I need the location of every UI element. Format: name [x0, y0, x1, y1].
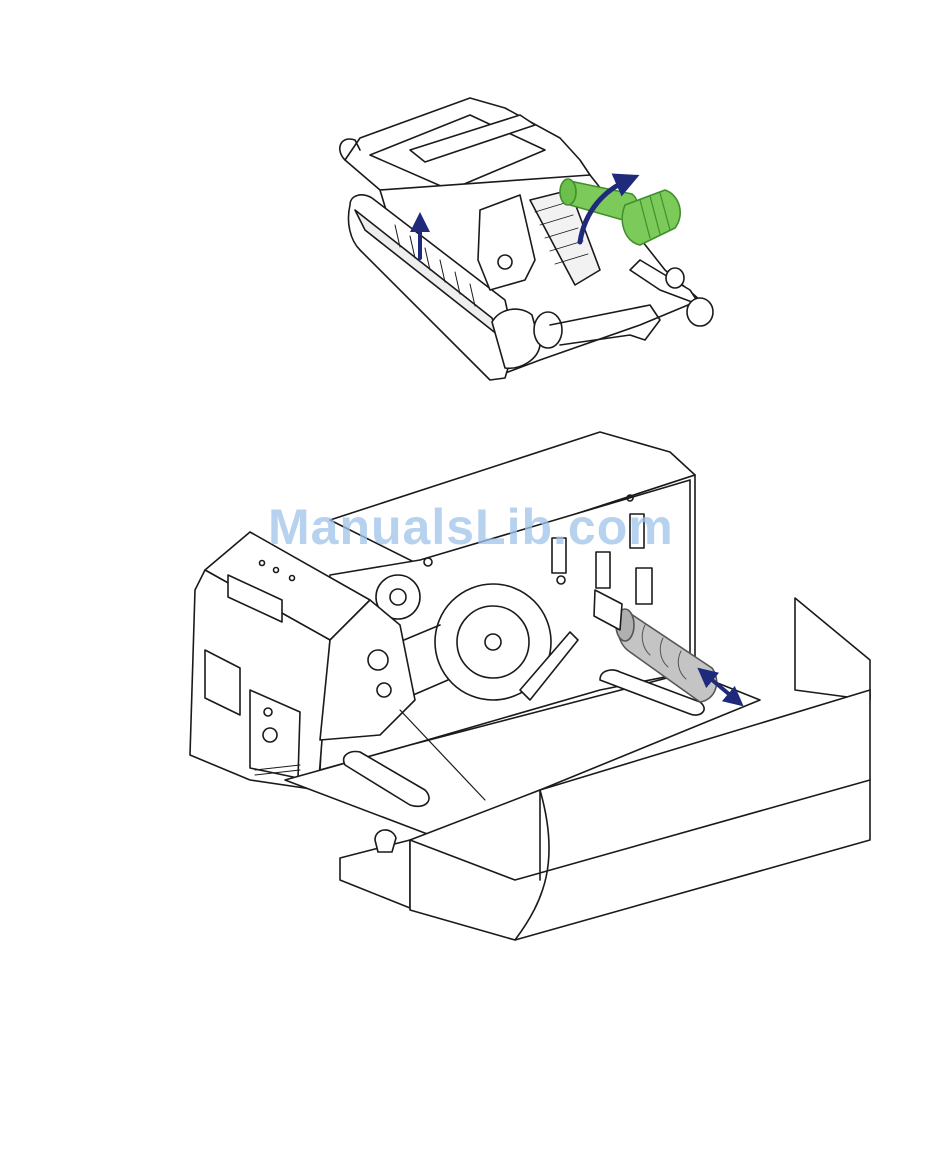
right-shaft-knob: [687, 298, 713, 326]
front-lip: [340, 840, 410, 908]
front-lip-latch: [375, 830, 396, 852]
right-shaft-collar: [666, 268, 684, 288]
side-cover-panel: [795, 598, 870, 700]
ribbon-wheel-hub: [485, 634, 501, 650]
center-bracket-bolt: [498, 255, 512, 269]
print-head-mechanism-figure: [340, 98, 713, 380]
platen-end-knob: [534, 312, 562, 348]
printer-open-view-figure: [190, 432, 870, 940]
arm-bolt: [377, 683, 391, 697]
arm-pivot: [368, 650, 388, 670]
green-roller-end: [560, 179, 576, 205]
